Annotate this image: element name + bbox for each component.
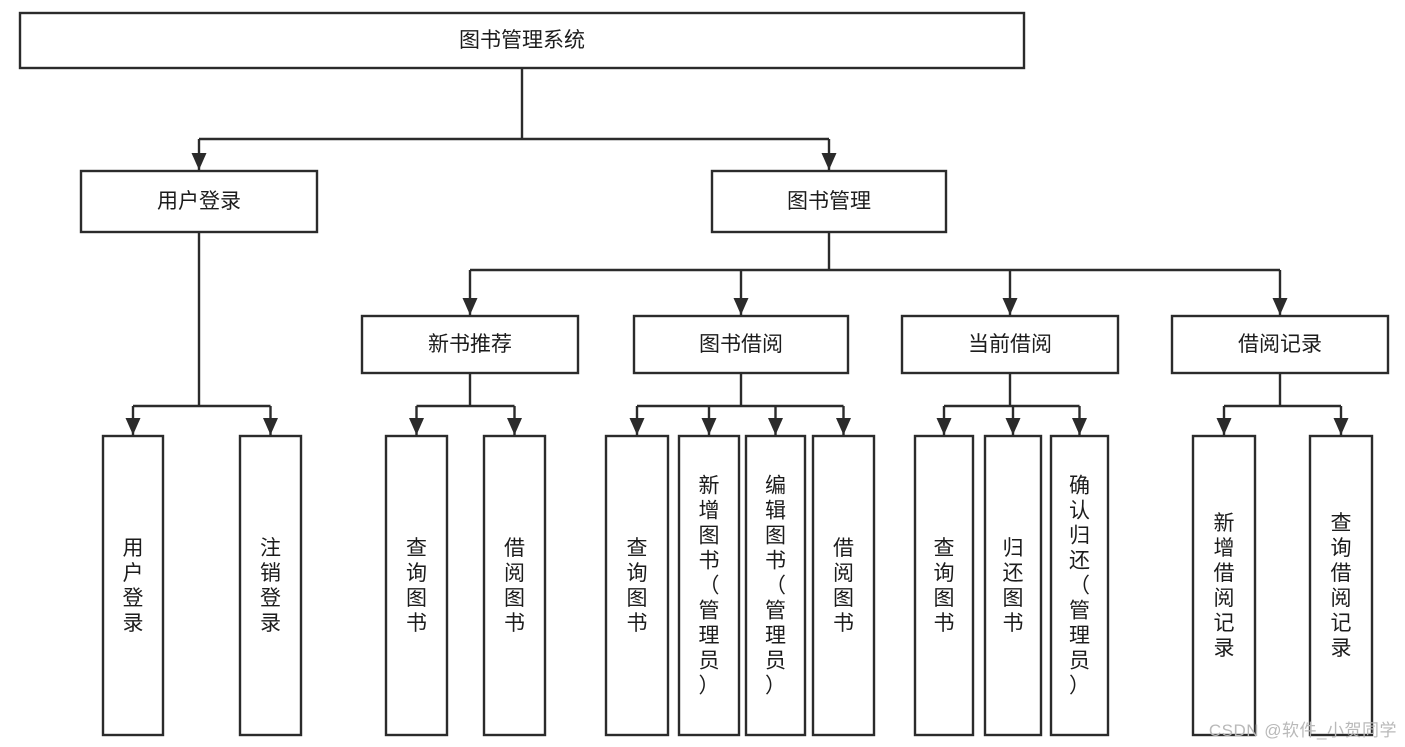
node-查询借阅记录-label: 查询借阅记录 [1331,512,1352,660]
node-新增借阅记录[interactable]: 新增借阅记录 [1191,434,1257,737]
watermark-text: CSDN @软件_小贺同学 [1208,721,1397,740]
node-查询图书-box[interactable] [604,434,670,737]
node-查询图书-box[interactable] [913,434,975,737]
node-借阅图书-label: 借阅图书 [833,537,854,635]
arrow-head-icon [629,418,645,435]
arrow-head-icon [821,153,837,170]
node-图书借阅-box[interactable] [632,314,850,375]
node-查询图书[interactable]: 查询图书 [384,434,449,737]
node-用户登录-box[interactable] [79,169,319,234]
arrow-head-icon [507,418,522,435]
node-借阅图书-box[interactable] [482,434,547,737]
arrow-head-icon [936,418,952,435]
node-借阅图书-label: 借阅图书 [504,537,525,635]
node-借阅图书-box[interactable] [811,434,876,737]
arrow-head-icon [1002,298,1018,315]
node-查询借阅记录[interactable]: 查询借阅记录 [1308,434,1374,737]
node-确认归还管理员-label: 确认归还（管理员） [1069,475,1090,698]
node-编辑图书管理员-label: 编辑图书（管理员） [765,475,786,698]
arrow-head-icon [1072,418,1087,435]
node-图书管理系统-box[interactable] [18,11,1026,70]
nodes-layer: 图书管理系统用户登录图书管理新书推荐图书借阅当前借阅借阅记录用户登录注销登录查询… [18,11,1390,737]
node-编辑图书管理员-box[interactable] [744,434,807,737]
node-当前借阅-box[interactable] [900,314,1120,375]
arrow-head-icon [836,418,851,435]
node-图书管理系统[interactable]: 图书管理系统 [18,11,1026,70]
node-用户登录-box[interactable] [101,434,165,737]
node-图书管理系统-label: 图书管理系统 [459,29,585,52]
node-确认归还管理员[interactable]: 确认归还（管理员） [1049,434,1110,737]
node-借阅记录-label: 借阅记录 [1238,333,1322,356]
node-归还图书[interactable]: 归还图书 [983,434,1043,737]
node-查询图书-label: 查询图书 [934,537,955,635]
node-图书管理-label: 图书管理 [787,190,871,213]
node-归还图书-box[interactable] [983,434,1043,737]
node-新书推荐-box[interactable] [360,314,580,375]
node-借阅图书[interactable]: 借阅图书 [811,434,876,737]
node-注销登录-label: 注销登录 [260,537,281,635]
node-查询图书-label: 查询图书 [406,537,427,635]
node-确认归还管理员-box[interactable] [1049,434,1110,737]
node-当前借阅-label: 当前借阅 [968,333,1052,356]
connectors-layer [125,68,1349,435]
node-编辑图书管理员[interactable]: 编辑图书（管理员） [744,434,807,737]
arrow-head-icon [1333,418,1349,435]
node-图书管理[interactable]: 图书管理 [710,169,948,234]
node-归还图书-label: 归还图书 [1003,537,1024,635]
node-用户登录[interactable]: 用户登录 [101,434,165,737]
node-图书借阅[interactable]: 图书借阅 [632,314,850,375]
arrow-head-icon [1272,298,1288,315]
arrow-head-icon [191,153,207,170]
node-借阅图书[interactable]: 借阅图书 [482,434,547,737]
node-新增借阅记录-label: 新增借阅记录 [1214,512,1235,660]
node-借阅记录[interactable]: 借阅记录 [1170,314,1390,375]
node-当前借阅[interactable]: 当前借阅 [900,314,1120,375]
node-查询图书-label: 查询图书 [627,537,648,635]
node-图书管理-box[interactable] [710,169,948,234]
node-用户登录[interactable]: 用户登录 [79,169,319,234]
node-注销登录[interactable]: 注销登录 [238,434,303,737]
arrow-head-icon [1216,418,1232,435]
node-新增借阅记录-box[interactable] [1191,434,1257,737]
arrow-head-icon [701,418,717,435]
arrow-head-icon [263,418,278,435]
arrow-head-icon [462,298,478,315]
node-新增图书管理员-label: 新增图书（管理员） [699,475,720,698]
node-新书推荐[interactable]: 新书推荐 [360,314,580,375]
node-新书推荐-label: 新书推荐 [428,333,512,356]
node-查询图书[interactable]: 查询图书 [604,434,670,737]
arrow-head-icon [1005,418,1021,435]
node-新增图书管理员[interactable]: 新增图书（管理员） [677,434,741,737]
node-用户登录-label: 用户登录 [123,537,144,635]
node-图书借阅-label: 图书借阅 [699,333,783,356]
node-用户登录-label: 用户登录 [157,190,241,213]
node-借阅记录-box[interactable] [1170,314,1390,375]
node-查询借阅记录-box[interactable] [1308,434,1374,737]
node-查询图书-box[interactable] [384,434,449,737]
node-新增图书管理员-box[interactable] [677,434,741,737]
arrow-head-icon [768,418,783,435]
arrow-head-icon [409,418,424,435]
node-注销登录-box[interactable] [238,434,303,737]
arrow-head-icon [125,418,141,435]
arrow-head-icon [733,298,749,315]
node-查询图书[interactable]: 查询图书 [913,434,975,737]
